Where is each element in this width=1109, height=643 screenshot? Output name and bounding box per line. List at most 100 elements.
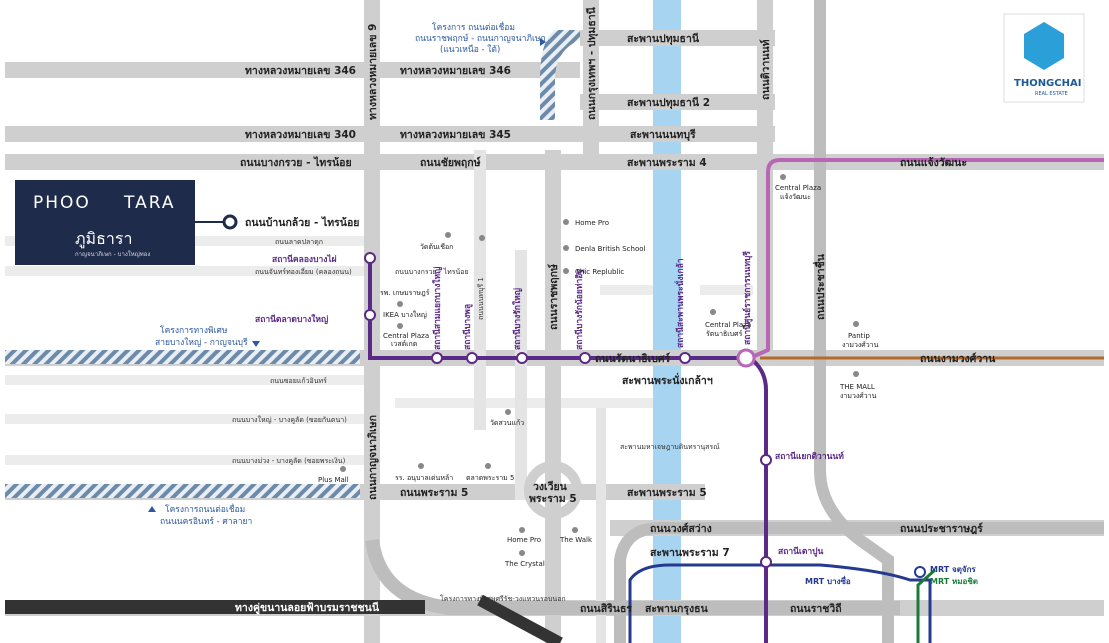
- station-ministry: สถานีศูนย์ราชการนนทบุรี: [742, 251, 753, 345]
- poi-central-chaeng: Central Plaza: [775, 184, 821, 192]
- poi-home-pro-bottom: Home Pro: [507, 536, 541, 544]
- poi-pantip-2: งามวงศ์วาน: [842, 341, 879, 349]
- poi-central-ratt-2: รัตนาธิเบศร์: [706, 330, 743, 338]
- bridge-nonthaburi: สะพานนนทบุรี: [630, 128, 696, 142]
- label-ring-expressway: โครงการทางพิเศษศรีรัช-วงแหวนรอบนอก: [440, 594, 566, 603]
- label-ratanathibet: ถนนรัตนาธิเบศร์: [595, 352, 671, 365]
- project-north-3: (แนวเหนือ - ใต้): [440, 44, 500, 55]
- label-pradipat: ถนนประชาราษฎร์: [900, 522, 983, 535]
- label-bangyai-bangkhun: ถนนบางใหญ่ - บางคูลัด (ซอยกันตนา): [232, 415, 347, 424]
- poi-the-walk: The Walk: [559, 536, 593, 544]
- label-bangkruai: ถนนบางกรวย - ไทรน้อย: [240, 156, 352, 169]
- label-nonthaburi1: ถนนนนทบุรี 1: [477, 277, 485, 320]
- label-lat-plakhao: ถนนลาดปลาดุก: [275, 238, 323, 246]
- label-h340: ทางหลวงหมายเลข 340: [245, 129, 356, 141]
- project-special-2: สายบางใหญ่ - กาญจนบุรี: [155, 337, 248, 348]
- project-name-en-2: TARA: [123, 193, 175, 213]
- poi-the-crystal: The Crystal: [504, 560, 545, 568]
- poi-pantip: Pantip: [848, 332, 870, 340]
- prachachuen-road: [814, 0, 894, 643]
- label-soi-kaeo: ถนนซอยแก้วอินทร์: [270, 377, 327, 385]
- station-mrt-mochit: MRT หมอชิต: [930, 577, 978, 586]
- poi-hospital: รพ. เกษมราษฎร์: [380, 289, 430, 297]
- label-elevated: ทางคู่ขนานลอยฟ้าบรมราชชนนี: [235, 601, 380, 615]
- label-highway9: ทางหลวงหมายเลข 9: [367, 24, 379, 120]
- poi-home-pro-top: Home Pro: [575, 219, 609, 227]
- elevated-road: [5, 600, 425, 614]
- wongsawang-curve: [614, 522, 1104, 643]
- poi-plus-mall: Plus Mall: [318, 476, 349, 484]
- mrt-interchange: [914, 566, 926, 578]
- station-tiwanon-junction: สถานีแยกติวานนท์: [775, 451, 844, 462]
- station-phra-nang-klao: สถานีสะพานพระนั่งเกล้า: [673, 258, 686, 348]
- label-tiwanon: ถนนติวานนท์: [759, 39, 772, 100]
- pink-line: [749, 158, 1104, 360]
- label-prachachuen: ถนนประชาชื่น: [812, 253, 827, 320]
- label-kanchana: ถนนกาญจนาภิเษก: [367, 415, 379, 500]
- project-north-2: ถนนราชพฤกษ์ - ถนนกาญจนาภิเษก: [415, 33, 546, 44]
- poi-the-mall: THE MALL: [839, 383, 875, 391]
- bridge-pathum: สะพานปทุมธานี: [627, 32, 700, 46]
- poi-the-mall-2: งามวงศ์วาน: [840, 392, 877, 400]
- project-hatch-1: [5, 350, 360, 364]
- bridge-maha: สะพานมหาเจษฎาบดินทรานุสรณ์: [620, 443, 720, 451]
- label-chaiyapruek: ถนนชัยพฤกษ์: [420, 156, 481, 169]
- rama5-circle: [524, 461, 582, 519]
- station-mrt-bangsue: MRT บางซื่อ: [805, 575, 851, 586]
- poi-central-chaeng-2: แจ้งวัฒนะ: [780, 193, 811, 201]
- label-ngamwongwan: ถนนงามวงศ์วาน: [920, 352, 996, 365]
- circle-label-1: วงเวียน: [533, 480, 568, 493]
- project-name-th: ภูมิธารา: [75, 229, 132, 249]
- elevated-diagonal: [477, 594, 563, 643]
- circle-label-2: พระราม 5: [529, 493, 577, 505]
- station-bang-phlu: สถานีบางพลู: [462, 304, 473, 350]
- label-ratchawithi: ถนนราชวิถี: [790, 602, 842, 615]
- label-chaengwattana: ถนนแจ้งวัฒนะ: [900, 156, 967, 169]
- label-rama5-road: ถนนพระราม 5: [400, 487, 468, 499]
- label-pak-kret: ถนนกรุงเทพฯ - ปทุมธานี: [585, 6, 599, 120]
- station-bang-rak-noi: สถานีบางรักน้อยท่าอิฐ: [574, 269, 585, 350]
- developer-sub: REAL ESTATE: [1035, 91, 1068, 97]
- label-kanchana-trai: ถนนบางกรวย - ไทรน้อย: [395, 267, 469, 276]
- label-h346-right: ทางหลวงหมายเลข 346: [400, 65, 511, 77]
- poi-talad-rama5: ตลาดพระราม 5: [466, 474, 514, 482]
- poi-ikea: IKEA บางใหญ่: [383, 310, 427, 319]
- bridge-pathum2: สะพานปทุมธานี 2: [627, 96, 710, 110]
- label-ban-kluai: ถนนบ้านกล้วย - ไทรน้อย: [245, 216, 359, 229]
- vertical-roads: [364, 0, 773, 643]
- bridge-rama5: สะพานพระราม 5: [627, 487, 707, 499]
- project-south-1: โครงการถนนต่อเชื่อม: [165, 503, 245, 515]
- project-north-arrow: [540, 38, 546, 46]
- label-bangmuang: ถนนบางม่วง - บางคูลัด (ซอยพระเงิน): [232, 457, 346, 465]
- label-ratchaphruek: ถนนราชพฤกษ์: [547, 264, 560, 330]
- station-talad-bang-yai: สถานีตลาดบางใหญ่: [255, 314, 328, 325]
- station-tao-poon: สถานีเตาปูน: [778, 546, 824, 557]
- station-khlong-bang-phai: สถานีคลองบางไผ่: [272, 254, 337, 265]
- bridge-rama4: สะพานพระราม 4: [627, 157, 707, 169]
- developer-logo-icon: [1024, 22, 1064, 70]
- poi-wat: วัดต้นเชือก: [420, 243, 453, 251]
- poi-central-ratt: Central Plaza: [705, 321, 751, 329]
- ministry-interchange: [736, 348, 756, 368]
- green-line: [916, 568, 936, 643]
- project-pin: [222, 214, 238, 230]
- bridge-krungthon: สะพานกรุงธน: [645, 603, 709, 616]
- poi-dots: [340, 174, 859, 556]
- poi-central-westgate: Central Plaza: [383, 332, 429, 340]
- station-sam-yaek: สถานีสามแยกบางใหญ่: [432, 267, 443, 350]
- bridge-rama7: สะพานพระราม 7: [650, 547, 730, 559]
- project-south-2: ถนนนครอินทร์ - ศาลายา: [160, 516, 252, 527]
- poi-chic: Chic Replublic: [575, 268, 624, 276]
- project-subtitle: กาญจนาภิเษก - บางใหญ่ทอง: [75, 250, 150, 258]
- ring-curve: [365, 538, 900, 615]
- station-bang-rak-yai: สถานีบางรักใหญ่: [512, 288, 523, 350]
- project-hatch-2: [5, 484, 360, 498]
- poi-wat-suan: วัดสวนแก้ว: [490, 419, 524, 427]
- station-mrt-chatuchak: MRT จตุจักร: [930, 565, 976, 575]
- project-south-arrow: [148, 506, 156, 512]
- poi-denla: Denla British School: [575, 245, 646, 253]
- label-h346-left: ทางหลวงหมายเลข 346: [245, 65, 356, 77]
- label-sirinthorn: ถนนสิรินธร: [580, 603, 632, 615]
- project-north-1: โครงการ ถนนต่อเชื่อม: [432, 21, 515, 33]
